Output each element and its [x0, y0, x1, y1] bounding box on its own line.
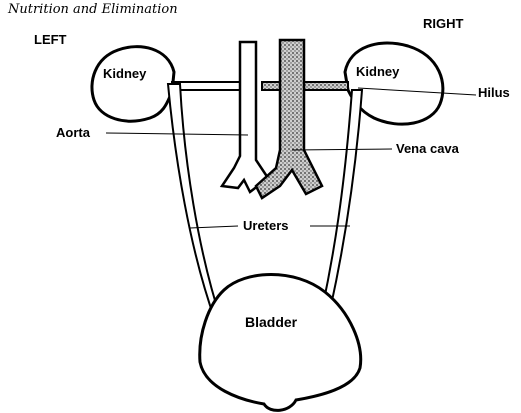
left-ureter-shape — [168, 84, 221, 320]
bladder-shape — [200, 275, 361, 411]
aorta-label: Aorta — [56, 125, 90, 140]
bladder-label: Bladder — [245, 314, 297, 330]
ureters-label: Ureters — [243, 218, 289, 233]
right-kidney-label: Kidney — [356, 64, 399, 79]
hilus-label: Hilus — [478, 85, 510, 100]
vena-cava-leader — [292, 149, 392, 150]
left-side-label: LEFT — [34, 32, 67, 47]
left-renal-vessels — [172, 82, 246, 90]
aorta-shape — [222, 42, 268, 192]
vena-cava-label: Vena cava — [396, 141, 459, 156]
page-header: Nutrition and Elimination — [8, 2, 178, 17]
left-kidney-label: Kidney — [103, 66, 146, 81]
left-kidney-shape — [92, 47, 174, 121]
right-side-label: RIGHT — [423, 16, 463, 31]
